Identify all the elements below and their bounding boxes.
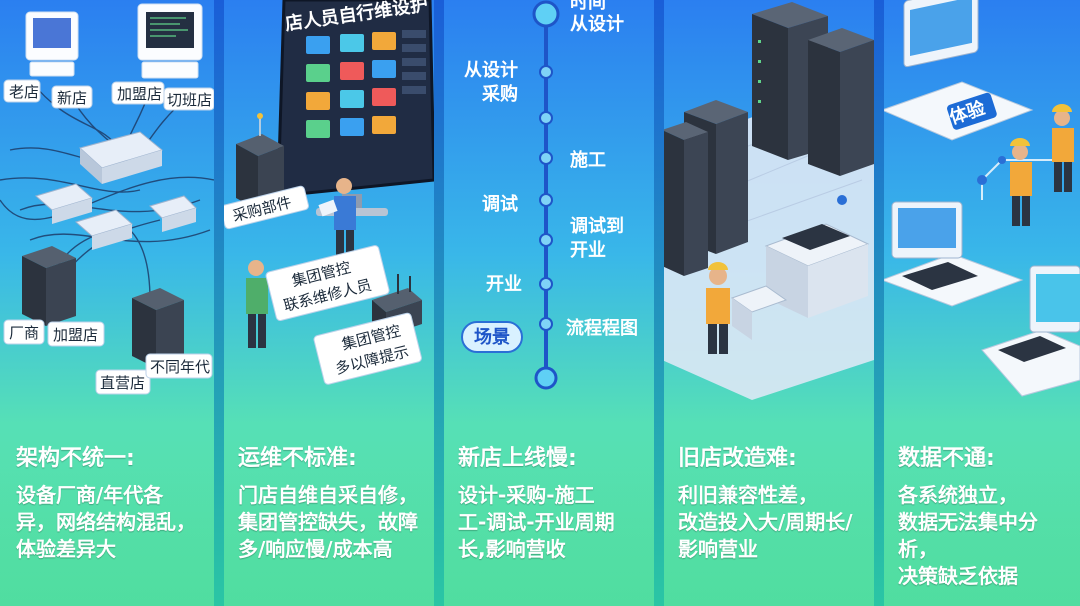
timeline-label: 开业 <box>570 240 606 261</box>
store-label: 新店 <box>57 89 87 107</box>
panel-body-line: 设备厂商/年代各 <box>16 483 164 507</box>
switch-icon <box>78 131 164 184</box>
datacenter-illustration <box>662 2 874 400</box>
caption-background <box>882 430 1080 606</box>
panel-body-line: 决策缺乏依据 <box>898 564 1018 588</box>
switch-icon <box>34 183 94 224</box>
switch-icon <box>149 195 197 232</box>
panel-renovation: 旧店改造难: 利旧兼容性差， 改造投入大/周期长/ 影响营业 <box>662 0 874 606</box>
timeline-illustration: 时间 从设计 从设计 采购 施工 调试 调试到 开业 开业 流程程图 场景 <box>461 0 638 390</box>
network-node <box>837 195 847 205</box>
caption-background <box>662 430 874 606</box>
timeline-start-node <box>532 0 560 28</box>
person-icon <box>246 260 268 348</box>
panel-title: 架构不统一: <box>16 446 135 471</box>
panel-title: 旧店改造难: <box>678 446 797 471</box>
server-icon <box>22 246 76 326</box>
panel-title: 运维不标准: <box>238 446 357 471</box>
panel-body-line: 各系统独立， <box>898 483 1018 507</box>
scene-badge <box>461 321 523 353</box>
panel-divider <box>874 0 884 606</box>
timeline-label: 开业 <box>486 274 522 295</box>
panel-body-line: 异，网络结构混乱， <box>16 510 196 534</box>
store-label: 直营店 <box>100 374 145 392</box>
timeline-label: 时间 <box>570 0 606 13</box>
panel-caption: 旧店改造难: 利旧兼容性差， 改造投入大/周期长/ 影响营业 <box>678 446 864 563</box>
panel-body-line: 门店自维自采自修， <box>238 483 418 507</box>
scene-badge-label: 场景 <box>474 327 510 348</box>
panel-operations: 店人员自行维设护 采购部件 <box>222 0 434 606</box>
panel-body-line: 利旧兼容性差， <box>678 483 818 507</box>
panel-body-line: 集团管控缺失，故障 <box>238 510 418 534</box>
panel-body-line: 数据无法集中分析， <box>898 510 1038 561</box>
switch-icon <box>74 209 134 250</box>
panel-body-line: 工-调试-开业周期 <box>458 510 615 534</box>
workstation-icon <box>882 201 1024 307</box>
panel-body-line: 设计-采购-施工 <box>458 483 595 507</box>
technician-icon <box>1052 104 1074 192</box>
timeline-label: 从设计 <box>464 59 518 81</box>
timeline-label: 从设计 <box>570 13 624 35</box>
panel-title: 新店上线慢: <box>458 446 577 471</box>
store-label: 加盟店 <box>117 85 162 103</box>
timeline-label: 调试 <box>482 193 518 215</box>
store-label: 不同年代 <box>150 358 210 376</box>
panel-body-line: 影响营业 <box>678 537 758 561</box>
store-label: 厂商 <box>9 324 39 342</box>
panel-body-line: 长,影响营收 <box>458 537 566 561</box>
server-rack-icon <box>808 28 874 176</box>
panel-caption: 架构不统一: 设备厂商/年代各 异，网络结构混乱， 体验差异大 <box>16 446 204 563</box>
panel-architecture: 老店 新店 加盟店 切班店 厂商 加盟店 直营店 不同年代 架构不统一: 设备厂… <box>0 0 214 606</box>
caption-background <box>222 430 434 606</box>
computer-icon <box>137 3 203 79</box>
panel-divider <box>214 0 224 606</box>
server-icon <box>236 113 284 210</box>
computer-icon <box>25 11 79 77</box>
panel-divider <box>434 0 444 606</box>
panel-title: 数据不通: <box>898 446 995 471</box>
server-icon <box>132 288 184 368</box>
timeline-label: 采购 <box>481 83 518 105</box>
panel-caption: 新店上线慢: 设计-采购-施工 工-调试-开业周期 长,影响营收 <box>458 446 644 563</box>
timeline-label: 施工 <box>570 149 606 171</box>
network-illustration: 老店 新店 加盟店 切班店 厂商 加盟店 直营店 不同年代 <box>0 3 214 395</box>
caption-background <box>442 430 654 606</box>
operations-illustration: 店人员自行维设护 采购部件 <box>222 0 434 385</box>
panel-data-silos: 体验 数据不通: 各系统独立， 数据无法集中分析， <box>882 0 1080 606</box>
technician-icon <box>1010 138 1032 226</box>
person-icon <box>318 178 356 262</box>
panel-body-line: 多/响应慢/成本高 <box>238 537 393 561</box>
panel-new-store: 时间 从设计 从设计 采购 施工 调试 调试到 开业 开业 流程程图 场景 新店… <box>442 0 654 606</box>
timeline-label: 调试到 <box>570 215 624 237</box>
panel-caption: 数据不通: 各系统独立， 数据无法集中分析， 决策缺乏依据 <box>898 446 1076 590</box>
store-label: 老店 <box>9 83 39 101</box>
server-rack-icon <box>662 122 708 276</box>
panel-divider <box>654 0 664 606</box>
store-label: 切班店 <box>167 91 212 109</box>
store-label: 加盟店 <box>53 326 98 344</box>
timeline-end-node <box>534 366 558 390</box>
timeline-label: 流程程图 <box>566 317 638 339</box>
workstation-icon <box>981 265 1080 397</box>
panel-body-line: 改造投入大/周期长/ <box>678 510 853 534</box>
panel-body-line: 体验差异大 <box>16 537 116 561</box>
technician-icon <box>706 262 730 354</box>
panel-caption: 运维不标准: 门店自维自采自修， 集团管控缺失，故障 多/响应慢/成本高 <box>238 446 424 563</box>
workstations-illustration: 体验 <box>882 0 1080 397</box>
control-desk-icon <box>730 285 788 340</box>
caption-background <box>0 430 214 606</box>
